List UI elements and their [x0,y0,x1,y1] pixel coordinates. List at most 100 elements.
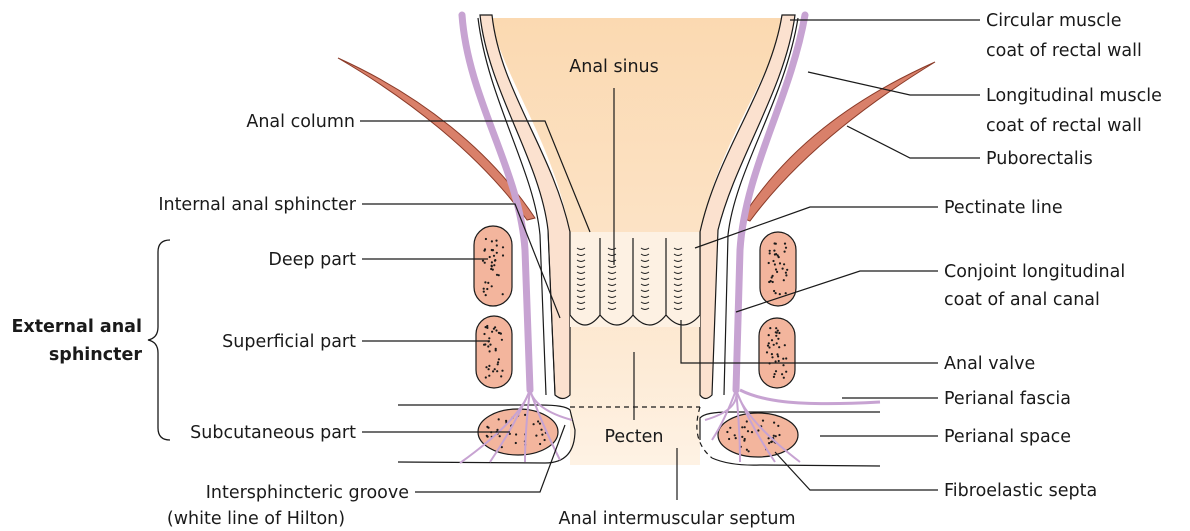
stipple-dot [778,360,780,362]
stipple-dot [778,332,780,334]
stipple-dot [748,450,750,452]
stipple-dot [774,263,776,265]
stipple-dot [515,442,517,444]
label-anal-sinus: Anal sinus [569,57,659,77]
label-fibroelastic-septa: Fibroelastic septa [944,481,1097,501]
leader-fibroelastic-septa [775,452,938,490]
stipple-dot [491,249,493,251]
stipple-dot [491,265,493,267]
stipple-dot [743,440,745,442]
stipple-dot [785,247,787,249]
stipple-dot [771,353,773,355]
stipple-dot [757,429,759,431]
stipple-dot [747,430,749,432]
stipple-dot [501,370,503,372]
perianal-fascia [740,390,880,404]
stipple-dot [772,281,774,283]
stipple-dot [493,255,495,257]
stipple-dot [497,363,499,365]
stipple-dot [535,435,537,437]
stipple-dot [499,435,501,437]
stipple-dot [773,422,775,424]
stipple-dot [488,368,490,370]
stipple-dot [491,240,493,242]
stipple-dot [524,414,526,416]
stipple-dot [489,256,491,258]
stipple-dot [777,338,779,340]
stipple-dot [785,371,787,373]
leader-anal-valve [681,320,938,363]
label-longitudinal-muscle-2: coat of rectal wall [986,116,1142,136]
stipple-dot [782,268,784,270]
stipple-dot [496,429,498,431]
stipple-dot [775,435,777,437]
stipple-dot [486,435,488,437]
stipple-dot [783,263,785,265]
stipple-dot [744,426,746,428]
stipple-dot [768,262,770,264]
superficial-part-left [476,316,512,388]
stipple-dot [485,376,487,378]
stipple-dot [729,427,731,429]
stipple-dot [772,275,774,277]
stipple-dot [494,259,496,261]
stipple-dot [773,435,775,437]
stipple-dot [486,325,488,327]
stipple-dot [775,327,777,329]
stipple-dot [496,252,498,254]
stipple-dot [483,333,485,335]
stipple-dot [777,355,779,357]
label-perianal-space: Perianal space [944,427,1071,447]
stipple-dot [502,246,504,248]
label-internal-anal-sphincter: Internal anal sphincter [158,195,356,215]
label-external-anal-sphincter-1: External anal [11,317,142,337]
label-puborectalis: Puborectalis [986,149,1093,169]
stipple-dot [779,262,781,264]
stipple-dot [776,332,778,334]
stipple-dot [785,274,787,276]
stipple-dot [484,281,486,283]
stipple-dot [783,377,785,379]
label-conjoint-longitudinal-1: Conjoint longitudinal [944,262,1125,282]
stipple-dot [501,339,503,341]
stipple-dot [770,280,772,282]
stipple-dot [486,426,488,428]
stipple-dot [768,342,770,344]
stipple-dot [771,356,773,358]
stipple-dot [491,331,493,333]
stipple-dot [491,261,493,263]
stipple-dot [741,426,743,428]
stipple-dot [498,358,500,360]
stipple-dot [769,327,771,329]
stipple-dot [490,268,492,270]
stipple-dot [778,434,780,436]
anal-columns-region [570,232,700,327]
stipple-dot [483,288,485,290]
stipple-dot [782,364,784,366]
stipple-dot [493,328,495,330]
label-longitudinal-muscle-1: Longitudinal muscle [986,86,1162,106]
stipple-dot [771,339,773,341]
stipple-dot [485,366,487,368]
stipple-dot [771,441,773,443]
stipple-dot [785,357,787,359]
stipple-dot [515,433,517,435]
stipple-dot [502,293,504,295]
stipple-dot [768,346,770,348]
stipple-dot [488,375,490,377]
stipple-dot [741,436,743,438]
stipple-dot [491,285,493,287]
stipple-dot [775,335,777,337]
label-intersphincteric-groove-2: (white line of Hilton) [167,509,345,529]
stipple-dot [782,358,784,360]
label-perianal-fascia: Perianal fascia [944,389,1071,409]
stipple-dot [544,439,546,441]
stipple-dot [537,420,539,422]
label-external-anal-sphincter-2: sphincter [49,345,142,365]
stipple-dot [488,337,490,339]
stipple-dot [541,434,543,436]
stipple-dot [777,330,779,332]
stipple-dot [533,423,535,425]
stipple-dot [776,271,778,273]
